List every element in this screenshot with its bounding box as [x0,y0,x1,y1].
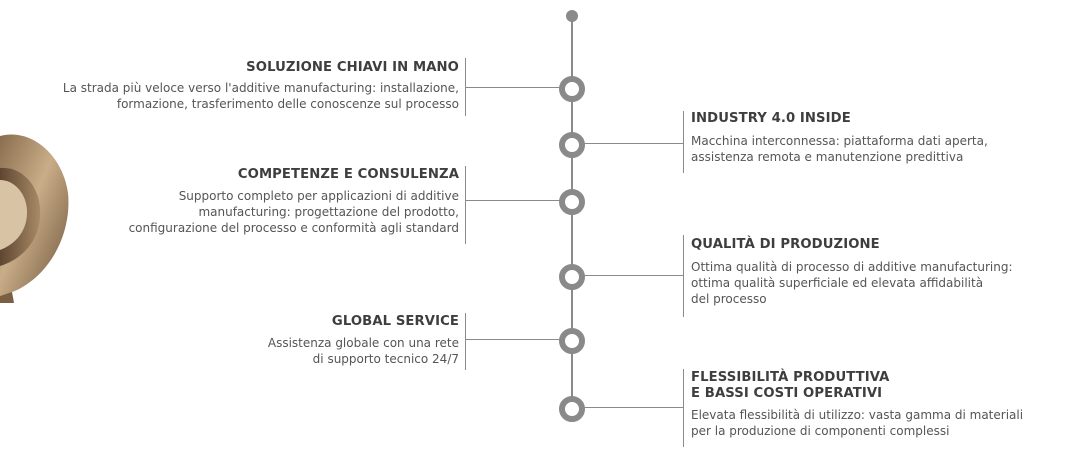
timeline-node [559,264,585,290]
feature-industry-4-0: INDUSTRY 4.0 INSIDE Macchina interconnes… [691,111,1071,165]
feature-description-line: Ottima qualità di processo di additive m… [691,260,1013,274]
connector-bar [465,58,466,116]
feature-description-line: ottima qualità superficiale ed elevata a… [691,276,984,290]
connector-bar [465,166,466,244]
feature-flexibility-low-costs: FLESSIBILITÀ PRODUTTIVA E BASSI COSTI OP… [691,370,1071,439]
feature-turnkey-solution: SOLUZIONE CHIAVI IN MANO La strada più v… [0,60,459,112]
feature-description-line: Elevata flessibilità di utilizzo: vasta … [691,408,1024,422]
feature-global-service: GLOBAL SERVICE Assistenza globale con un… [159,314,459,367]
feature-title: FLESSIBILITÀ PRODUTTIVA [691,370,890,385]
connector-line [584,275,684,276]
feature-production-quality: QUALITÀ DI PRODUZIONE Ottima qualità di … [691,237,1071,307]
connector-bar [683,111,684,173]
connector-bar [465,313,466,370]
feature-expertise-consulting: COMPETENZE E CONSULENZA Supporto complet… [39,167,459,236]
connector-line [466,339,562,340]
feature-description-line: Macchina interconnessa: piattaforma dati… [691,134,988,148]
connector-line [466,87,562,88]
feature-title: GLOBAL SERVICE [331,314,459,329]
timeline-node [559,189,585,215]
timeline-node [559,132,585,158]
feature-description-line: Assistenza globale con una rete [267,336,459,350]
timeline-start-dot [566,10,578,22]
connector-line [584,143,684,144]
feature-description-line: configurazione del processo e conformità… [128,221,459,235]
connector-line [466,200,562,201]
feature-title: INDUSTRY 4.0 INSIDE [691,111,851,126]
timeline-node [559,76,585,102]
product-image [0,134,69,303]
feature-description-line: per la produzione di componenti compless… [691,424,950,438]
feature-title: E BASSI COSTI OPERATIVI [691,386,883,401]
feature-description-line: di supporto tecnico 24/7 [312,352,459,366]
feature-description-line: del processo [691,292,767,306]
timeline-node [559,396,585,422]
feature-description-line: Supporto completo per applicazioni di ad… [178,189,459,203]
feature-title: COMPETENZE E CONSULENZA [237,167,459,182]
timeline-node [559,328,585,354]
feature-description-line: assistenza remota e manutenzione preditt… [691,150,964,164]
feature-description-line: formazione, trasferimento delle conoscen… [116,97,459,111]
connector-bar [683,369,684,447]
feature-title: SOLUZIONE CHIAVI IN MANO [246,60,459,75]
feature-title: QUALITÀ DI PRODUZIONE [691,237,880,252]
connector-bar [683,235,684,317]
connector-line [584,407,684,408]
feature-description-line: manufacturing: progettazione del prodott… [198,205,459,219]
feature-description-line: La strada più veloce verso l'additive ma… [62,81,459,95]
